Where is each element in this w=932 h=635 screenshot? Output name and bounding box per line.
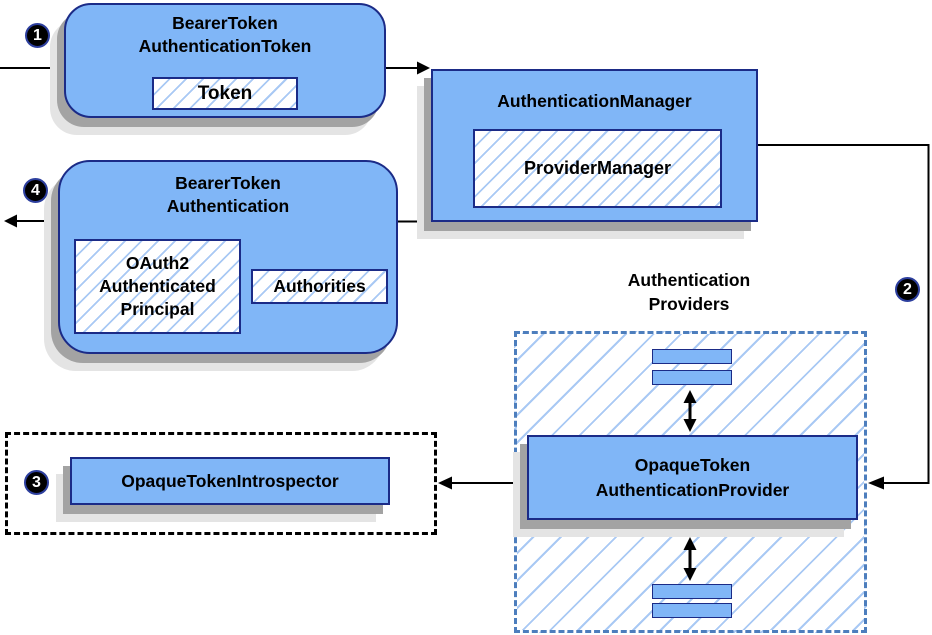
node-bearer-token-authentication: BearerToken Authentication OAuth2 Authen…	[58, 160, 398, 354]
authorities-label: Authorities	[273, 276, 366, 296]
provider-bar-top-1	[652, 349, 732, 364]
step-4-badge: 4	[23, 178, 48, 203]
principal-line-2: Authenticated	[99, 276, 216, 296]
title-line-1: OpaqueTokenIntrospector	[121, 470, 339, 491]
title-line-1: BearerToken	[175, 173, 281, 193]
provider-bar-bottom-1	[652, 584, 732, 599]
authentication-providers-label: Authentication Providers	[589, 268, 789, 316]
step-1-number: 1	[33, 26, 42, 44]
principal-line-3: Principal	[120, 299, 195, 319]
oauth2-authenticated-principal-label: OAuth2 Authenticated Principal	[99, 252, 216, 321]
title-line-1: BearerToken	[172, 13, 278, 33]
provider-manager-label: ProviderManager	[523, 158, 672, 178]
node-opaque-token-introspector-title: OpaqueTokenIntrospector	[121, 470, 338, 493]
provider-to-introspector-arrowhead	[438, 476, 452, 490]
token-to-manager-arrowhead	[417, 61, 430, 75]
manager-to-provider-arrowhead	[868, 476, 884, 490]
oauth2-authenticated-principal-box: OAuth2 Authenticated Principal	[74, 239, 241, 334]
node-opaque-token-authentication-provider: OpaqueToken AuthenticationProvider	[527, 435, 858, 520]
group-label-line-2: Providers	[648, 294, 730, 314]
step-3-number: 3	[32, 473, 41, 491]
title-line-2: AuthenticationToken	[138, 35, 312, 56]
provider-bar-bottom-2	[652, 603, 732, 618]
node-bearer-token-authentication-title: BearerToken Authentication	[60, 162, 396, 217]
title-line-1: AuthenticationManager	[497, 91, 692, 111]
title-line-2: Authentication	[166, 195, 290, 216]
token-label: Token	[197, 83, 253, 104]
step-4-number: 4	[31, 181, 40, 199]
step-1-badge: 1	[25, 23, 50, 48]
node-authentication-manager-title: AuthenticationManager	[433, 71, 756, 113]
authentication-result-arrowhead	[4, 214, 17, 228]
provider-manager-box: ProviderManager	[473, 129, 722, 208]
node-bearer-token-authentication-token: BearerToken AuthenticationToken Token	[64, 3, 386, 118]
node-opaque-token-authentication-provider-title: OpaqueToken AuthenticationProvider	[596, 453, 790, 503]
provider-bar-top-2	[652, 370, 732, 385]
introspector-dotted-container	[5, 432, 437, 535]
principal-line-1: OAuth2	[125, 253, 190, 273]
title-line-2: AuthenticationProvider	[595, 479, 790, 500]
node-bearer-token-authentication-token-title: BearerToken AuthenticationToken	[66, 5, 384, 57]
node-authentication-manager: AuthenticationManager ProviderManager	[431, 69, 758, 222]
step-3-badge: 3	[24, 470, 49, 495]
title-line-1: OpaqueToken	[634, 454, 751, 475]
authorities-box: Authorities	[251, 269, 388, 304]
step-2-number: 2	[903, 280, 912, 298]
group-label-line-1: Authentication	[627, 270, 751, 290]
token-box: Token	[152, 77, 298, 110]
step-2-badge: 2	[895, 277, 920, 302]
node-opaque-token-introspector: OpaqueTokenIntrospector	[70, 457, 390, 505]
